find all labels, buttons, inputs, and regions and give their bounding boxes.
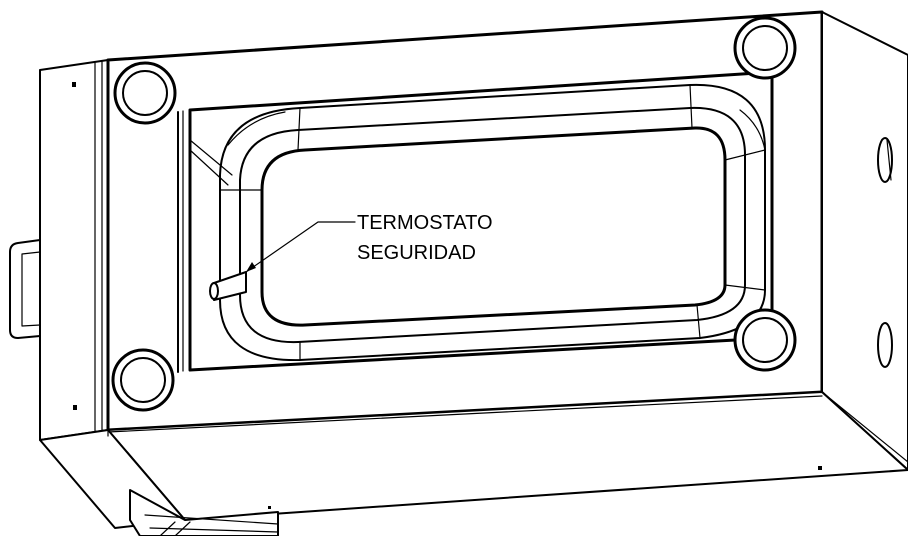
right-side-box	[821, 11, 908, 471]
heating-element	[219, 83, 766, 362]
thermostat-bulb	[209, 271, 247, 301]
inner-brace	[189, 139, 233, 186]
side-handle	[9, 239, 41, 339]
callout-label: TERMOSTATO SEGURIDAD	[357, 212, 498, 264]
corner-bumper-top-left	[113, 61, 177, 125]
callout-line-2: SEGURIDAD	[357, 242, 476, 264]
screw-hole	[73, 405, 77, 410]
callout-leader	[245, 221, 356, 273]
screw-hole	[72, 82, 76, 87]
left-side-plate	[39, 59, 109, 441]
corner-bumper-top-right	[733, 16, 797, 80]
corner-bumper-bottom-left	[111, 348, 175, 412]
bottom-bracket	[129, 489, 279, 536]
callout-line-1: TERMOSTATO	[357, 212, 493, 234]
corner-bumper-bottom-right	[733, 308, 797, 372]
